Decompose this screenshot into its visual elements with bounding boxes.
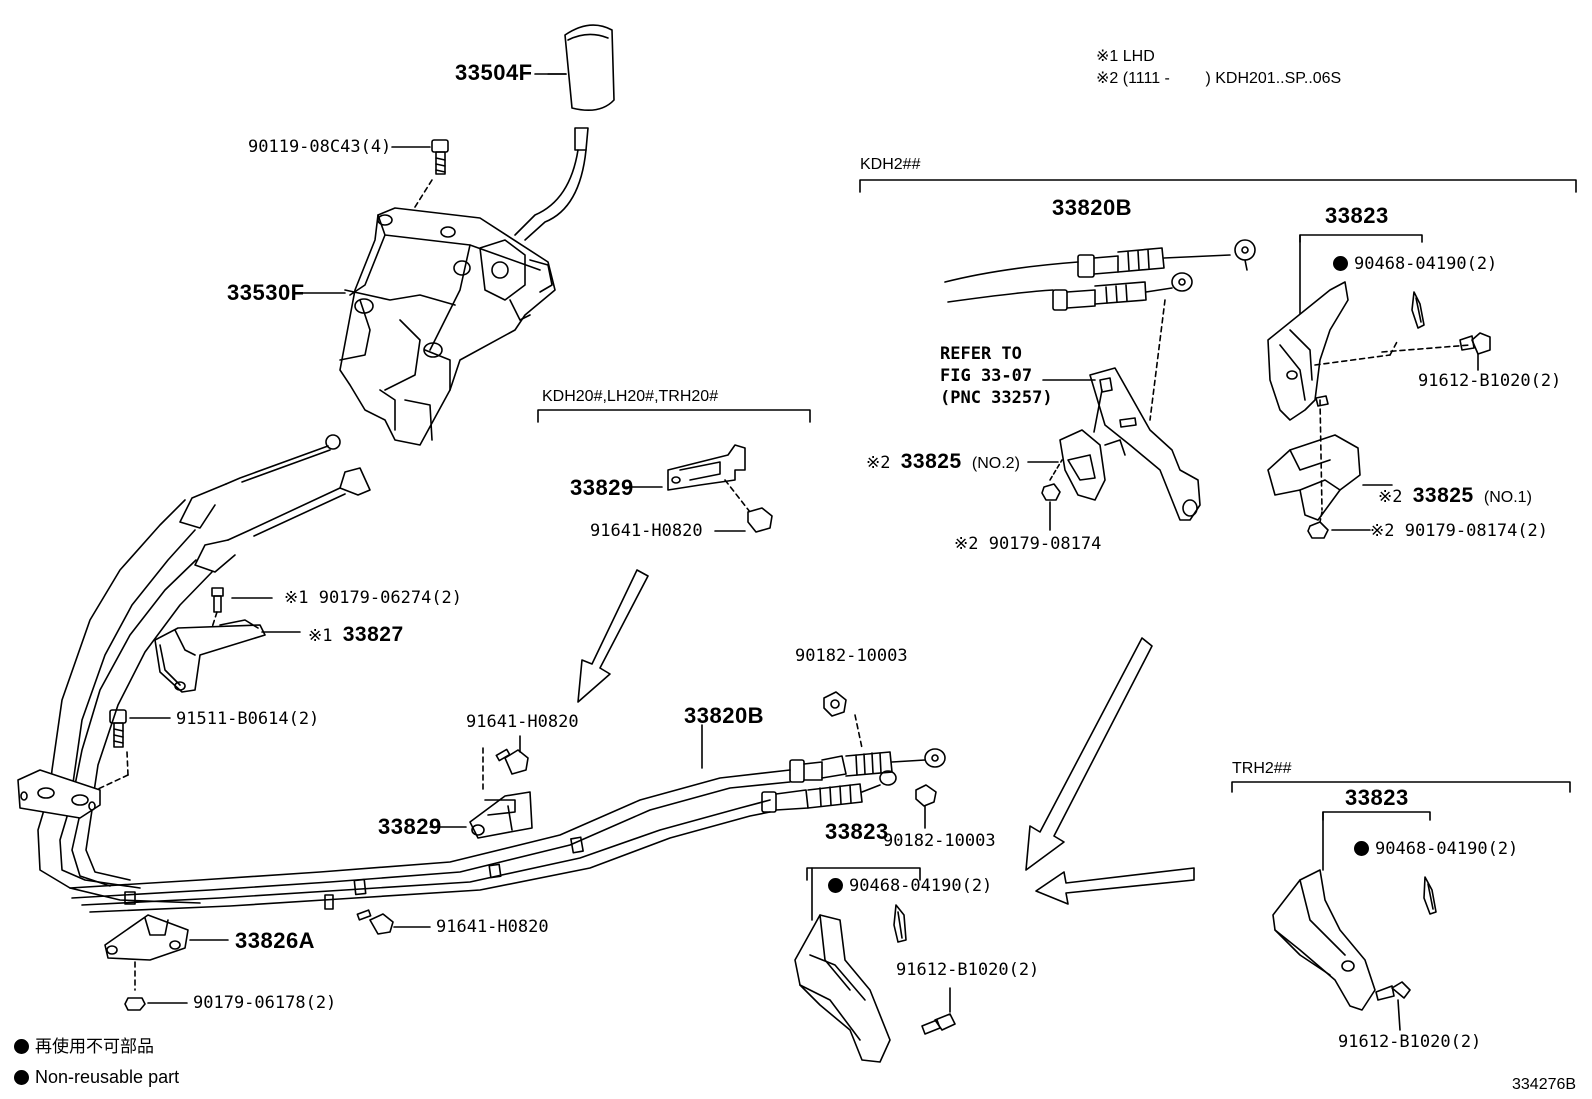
group-label-trh2: TRH2## [1232, 760, 1292, 777]
bolt-mid-drawing [482, 735, 529, 791]
legend-en-text: Non-reusable part [35, 1067, 180, 1087]
non-reusable-dot-kdh [1333, 256, 1348, 271]
cables-left-drawing [37, 434, 371, 904]
mark-note2-c: ※2 [1378, 487, 1403, 507]
part-label-33825-no1: ※2 33825 (NO.1) [1378, 484, 1532, 508]
part-number-90468-kdh: 90468-04190(2) [1354, 254, 1498, 274]
kdh2-section-drawing [859, 179, 1577, 539]
clip-mid-drawing [469, 791, 533, 839]
part-number-90179-06274: 90179-06274(2) [318, 588, 463, 608]
part-label-33504F: 33504F [455, 60, 533, 85]
part-label-33530F: 33530F [227, 280, 305, 305]
bracket-mid-drawing [794, 867, 956, 1063]
part-number-33827: 33827 [342, 623, 404, 646]
part-label-90179-08174: ※2 90179-08174 [954, 535, 1101, 553]
part-label-90468-kdh: 90468-04190(2) [1333, 255, 1497, 273]
part-label-33827: ※1 33827 [308, 623, 404, 647]
group-label-kdh2: KDH2## [860, 156, 921, 173]
part-note-no1: (NO.1) [1483, 489, 1532, 506]
part-label-91641-mid: 91641-H0820 [466, 712, 579, 732]
arrow-trh-left-drawing [1035, 867, 1195, 905]
inset-kdh20-drawing [537, 409, 811, 533]
part-label-33823-trh: 33823 [1345, 785, 1409, 810]
legend-jp-text: 再使用不可部品 [35, 1037, 154, 1056]
part-number-90179-08174: 90179-08174 [988, 534, 1102, 554]
mark-note1: ※1 [284, 588, 309, 608]
non-reusable-dot-mid [828, 878, 843, 893]
part-label-33825-no2: ※2 33825 (NO.2) [866, 450, 1020, 474]
refer-to-line3: (PNC 33257) [940, 388, 1053, 408]
note-kdh201: ※2 (1111 - ) KDH201..SP..06S [1096, 70, 1342, 87]
washer-mid-drawing [915, 784, 937, 829]
part-label-33829-mid: 33829 [378, 814, 442, 839]
part-label-90179-06178: 90179-06178(2) [193, 993, 337, 1013]
bolt-top-drawing [409, 139, 449, 216]
part-label-33820B-main: 33820B [684, 703, 765, 728]
part-label-91612-kdh: 91612-B1020(2) [1418, 371, 1562, 391]
clamp-drawing [104, 914, 189, 1011]
part-number-33825-no1: 33825 [1412, 484, 1474, 507]
part-label-90182-mid: 90182-10003 [883, 831, 996, 851]
figure-id: 334276B [1512, 1076, 1577, 1093]
mark-note2-d: ※2 [1370, 521, 1395, 541]
part-label-33823-mid: 33823 [825, 819, 889, 844]
arrow-kdh-down-drawing [1025, 637, 1153, 871]
part-label-90119: 90119-08C43(4) [248, 137, 392, 157]
part-label-33826A: 33826A [235, 928, 316, 953]
mark-note1-b: ※1 [308, 626, 333, 646]
mark-note2-a: ※2 [866, 453, 891, 473]
bracket-lhd-drawing [154, 619, 266, 693]
part-label-33823-kdh: 33823 [1325, 203, 1389, 228]
part-label-91612-trh: 91612-B1020(2) [1338, 1032, 1482, 1052]
legend-dot-jp [14, 1039, 29, 1054]
part-label-90179-08174-2: ※2 90179-08174(2) [1370, 522, 1548, 540]
main-cable-drawing [69, 748, 946, 913]
part-label-91511: 91511-B0614(2) [176, 709, 320, 729]
bolt-91511-drawing [95, 709, 129, 791]
shift-lever-housing-drawing [339, 207, 556, 446]
part-number-33825-no2: 33825 [900, 450, 962, 473]
part-note-no2: (NO.2) [971, 455, 1020, 472]
part-label-90468-trh: 90468-04190(2) [1354, 840, 1518, 858]
note-lhd: ※1 LHD [1096, 48, 1155, 65]
washer-top-drawing [823, 691, 863, 749]
non-reusable-dot-trh [1354, 841, 1369, 856]
part-label-33829-inset: 33829 [570, 475, 634, 500]
part-number-90468-trh: 90468-04190(2) [1375, 839, 1519, 859]
refer-to-line2: FIG 33-07 [940, 366, 1033, 386]
group-label-kdh20: KDH20#,LH20#,TRH20# [542, 388, 719, 405]
part-label-90179-06274: ※1 90179-06274(2) [284, 589, 462, 607]
mark-note2-b: ※2 [954, 534, 979, 554]
refer-to-line1: REFER TO [940, 344, 1022, 364]
shift-knob-drawing [514, 24, 615, 241]
legend-en: Non-reusable part [14, 1068, 179, 1087]
part-label-90468-mid: 90468-04190(2) [828, 877, 992, 895]
part-label-33820B-kdh: 33820B [1052, 195, 1133, 220]
legend-dot-en [14, 1070, 29, 1085]
part-number-90468-mid: 90468-04190(2) [849, 876, 993, 896]
legend-jp: 再使用不可部品 [14, 1038, 154, 1056]
part-label-90182-top: 90182-10003 [795, 646, 908, 666]
part-number-90179-08174-2: 90179-08174(2) [1404, 521, 1549, 541]
trh2-section-drawing [1231, 781, 1571, 1031]
part-label-91641-inset: 91641-H0820 [590, 521, 703, 541]
cable-base-plate-drawing [17, 769, 101, 819]
bolt-lower-mid-drawing [356, 909, 431, 935]
part-label-91612-mid: 91612-B1020(2) [896, 960, 1040, 980]
part-label-91641-lower: 91641-H0820 [436, 917, 549, 937]
arrow-inset-down-drawing [577, 569, 649, 703]
